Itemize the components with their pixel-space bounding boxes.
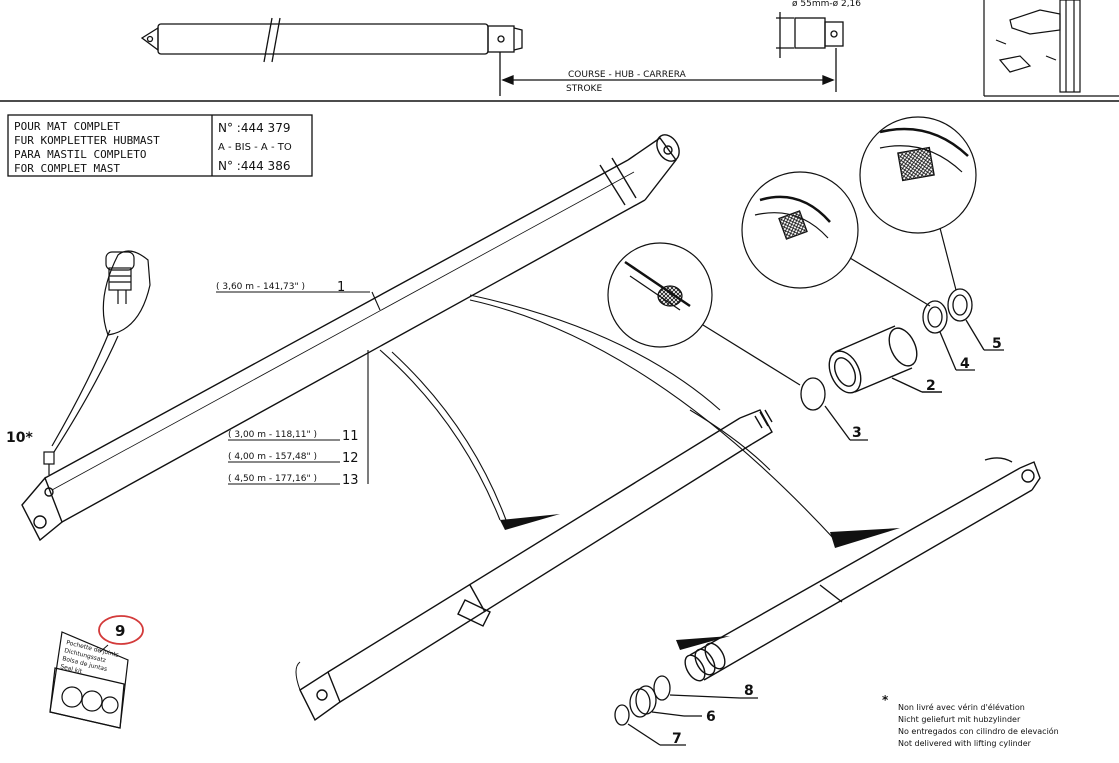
- info-line-es: PARA MASTIL COMPLETO: [14, 148, 146, 161]
- seal-kit-decal: [49, 631, 129, 729]
- part-label-12: 12: [342, 451, 359, 466]
- footnote-line-de: Nicht geliefurt mit hubzylinder: [898, 715, 1021, 724]
- part-label-2: 2: [926, 378, 936, 394]
- long-mast-tube: [21, 134, 680, 542]
- length-label-12: ( 4,00 m - 157,48" ): [228, 452, 317, 462]
- seal-ring-5: [947, 288, 1004, 351]
- info-part-number-2: N° :444 386: [218, 159, 290, 173]
- part-label-3: 3: [852, 425, 862, 441]
- length-label-1: ( 3,60 m - 141,73" ): [216, 282, 305, 292]
- cylinder-assembly-middle: [295, 409, 773, 722]
- part-label-5: 5: [992, 336, 1002, 352]
- part-label-13: 13: [342, 473, 359, 488]
- footnote-star: *: [882, 693, 889, 707]
- part-label-7: 7: [672, 731, 682, 747]
- length-leader-lines: [216, 291, 381, 485]
- stroke-label-line2: STROKE: [566, 84, 602, 94]
- complete-mast-info-box: [7, 114, 313, 177]
- seal-ring-6: [629, 685, 702, 718]
- assembly-arcs: [379, 294, 836, 541]
- arc-arrow-right: [830, 528, 900, 548]
- arc-arrow-left: [500, 514, 560, 530]
- detail-circle-3: [607, 242, 801, 386]
- guide-bushing: [828, 325, 942, 394]
- detail-circle-5: [859, 116, 977, 291]
- detail-circle-4: [741, 171, 931, 307]
- part-label-11: 11: [342, 429, 359, 444]
- seal-ring-4: [922, 300, 975, 371]
- length-label-13: ( 4,50 m - 177,16" ): [228, 474, 317, 484]
- stroke-label-line1: COURSE - HUB - CARRERA: [568, 70, 687, 80]
- footnote-line-es: No entregados con cilindro de elevación: [898, 726, 1059, 736]
- highlight-circle-9: [98, 615, 144, 645]
- footnote-line-en: Not delivered with lifting cylinder: [898, 739, 1032, 748]
- diameter-label: ø 55mm-ø 2,16: [792, 0, 861, 9]
- length-label-11: ( 3,00 m - 118,11" ): [228, 430, 317, 440]
- seal-ring-8: [653, 675, 758, 701]
- decal-leader: [99, 644, 109, 653]
- footnote-line-fr: Non livré avec vérin d'élévation: [898, 702, 1025, 712]
- cylinder-assembly-right: [684, 457, 1041, 682]
- info-bis: A - BIS - A - TO: [218, 142, 292, 153]
- part-label-4: 4: [960, 356, 970, 372]
- grease-nipple-detail: [43, 250, 151, 475]
- o-ring-3: [800, 377, 868, 441]
- part-label-10: 10*: [6, 430, 33, 446]
- info-part-number-1: N° :444 379: [218, 121, 290, 135]
- top-cylinder-overview: [140, 12, 844, 96]
- info-line-fr: POUR MAT COMPLET: [14, 120, 120, 133]
- part-label-8: 8: [744, 683, 754, 699]
- info-line-en: FOR COMPLET MAST: [14, 162, 120, 175]
- seal-ring-7: [614, 704, 686, 746]
- part-label-6: 6: [706, 709, 716, 725]
- info-line-de: FUR KOMPLETTER HUBMAST: [14, 134, 160, 147]
- part-label-1: 1: [337, 280, 345, 295]
- mast-inset-illustration: [983, 0, 1119, 97]
- part-label-9: 9: [115, 622, 125, 640]
